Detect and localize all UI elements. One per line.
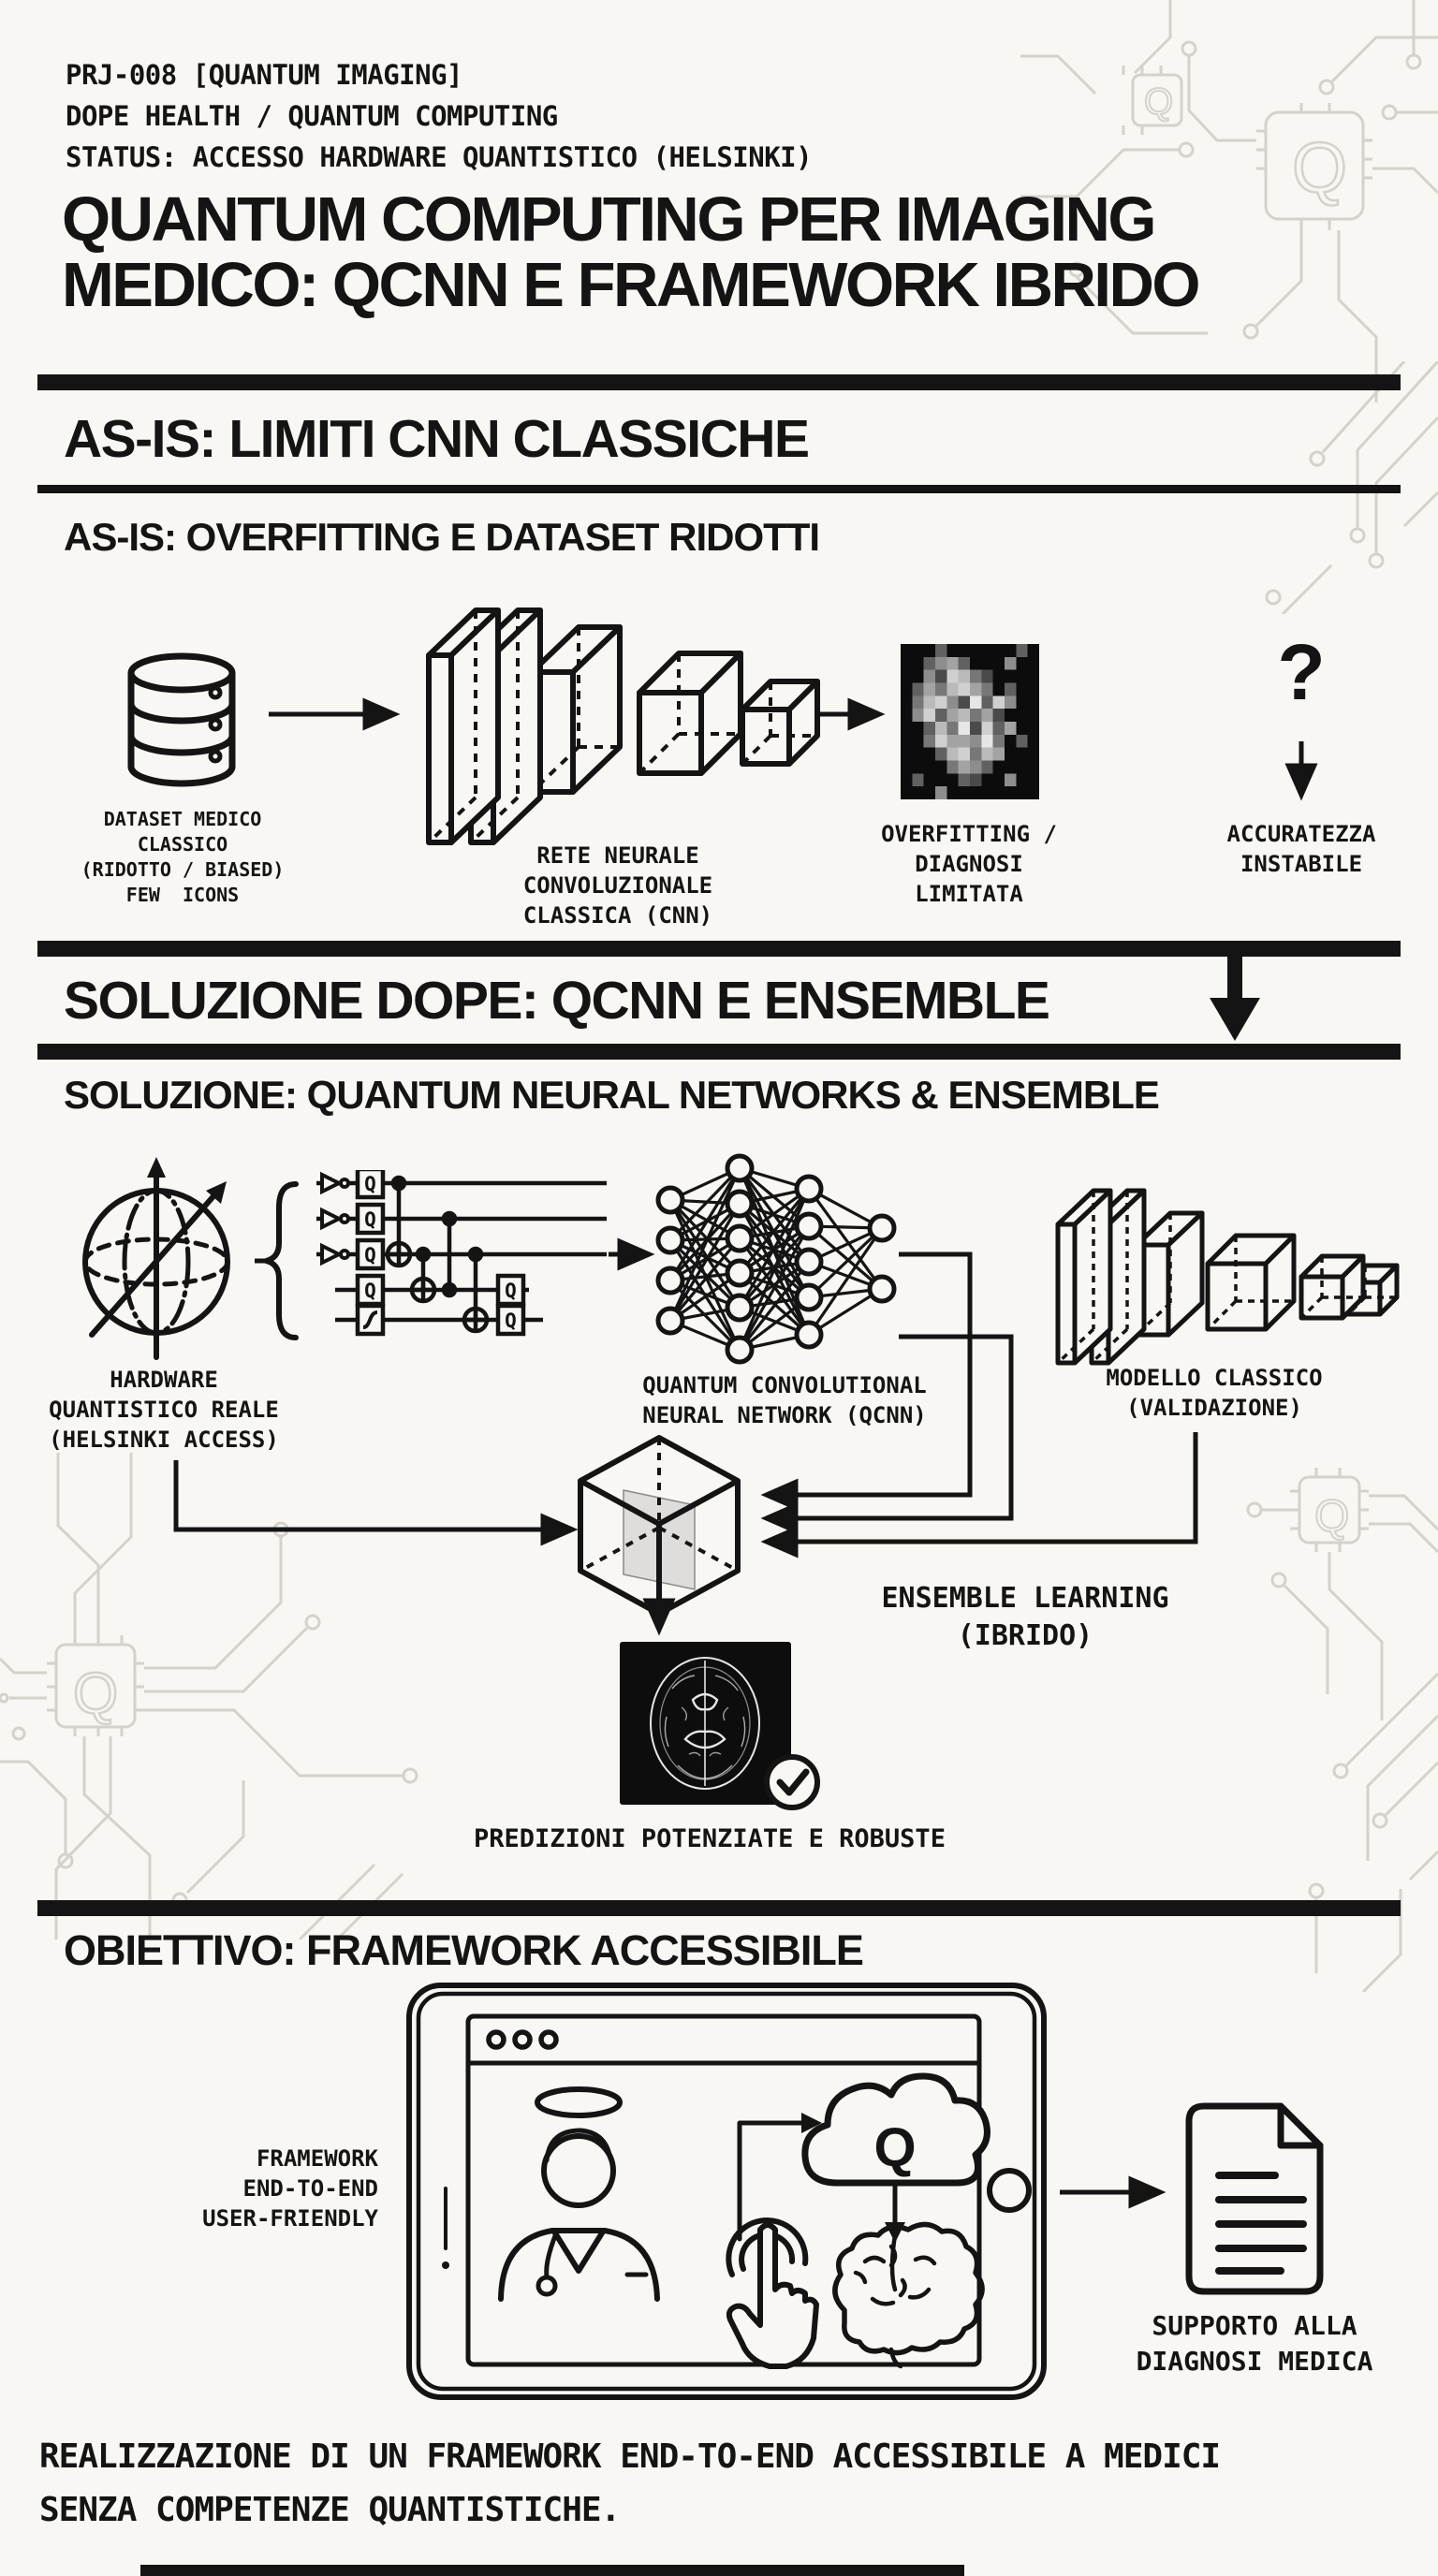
cnn-label: RETE NEURALE CONVOLUZIONALE CLASSICA (CN… <box>522 842 713 929</box>
section-heading-objective: OBIETTIVO: FRAMEWORK ACCESSIBILE <box>64 1926 864 1974</box>
chip-q-glyph: Q <box>73 1661 118 1726</box>
connector-hardware-to-ensemble <box>173 1460 579 1546</box>
project-meta-line-3: STATUS: ACCESSO HARDWARE QUANTISTICO (HE… <box>66 141 813 173</box>
browser-dot <box>538 2029 559 2050</box>
cnn-box-medium <box>637 651 743 776</box>
browser-dot <box>512 2029 533 2050</box>
connector-qcnn-to-ensemble-2 <box>760 1334 1014 1535</box>
tablet-illustration: Q <box>406 1983 1047 2400</box>
chip-q-glyph: Q <box>1314 1492 1349 1542</box>
home-button <box>987 2168 1032 2213</box>
gate-q: Q <box>505 1310 517 1332</box>
section-heading-as-is: AS-IS: LIMITI CNN CLASSICHE <box>64 409 810 469</box>
circuit-decoration-right <box>1265 361 1438 614</box>
classic-model-label: MODELLO CLASSICO (VALIDAZIONE) <box>1106 1365 1323 1421</box>
touch-gesture-icon <box>726 2217 819 2369</box>
browser-dot <box>486 2029 506 2050</box>
bottom-bar <box>140 2565 964 2576</box>
ensemble-cube-icon <box>578 1435 741 1617</box>
qcnn-label: QUANTUM CONVOLUTIONAL NEURAL NETWORK (QC… <box>642 1372 927 1428</box>
gate-q: Q <box>364 1173 376 1195</box>
subheading-solution: SOLUZIONE: QUANTUM NEURAL NETWORKS & ENS… <box>64 1073 1160 1117</box>
connector-qcnn-to-ensemble-1 <box>760 1251 973 1512</box>
support-label: SUPPORTO ALLA DIAGNOSI MEDICA <box>1136 2310 1373 2377</box>
noisy-scan-image <box>901 644 1039 799</box>
gate-q: Q <box>364 1244 376 1266</box>
circuit-decoration-mid-right: Q <box>1246 1468 1438 1992</box>
tablet-outer-frame <box>406 1983 1047 2400</box>
framework-label: FRAMEWORK END-TO-END USER-FRIENDLY <box>202 2145 378 2232</box>
qcnn-network-icon <box>655 1153 897 1365</box>
divider-bar <box>37 374 1401 390</box>
accuracy-label: ACCURATEZZA INSTABILE <box>1226 821 1376 877</box>
cloud-icon <box>801 2072 990 2187</box>
outcome-text: REALIZZAZIONE DI UN FRAMEWORK END-TO-END… <box>39 2437 1221 2529</box>
circuit-decoration-top-right: Q Q <box>1020 0 1438 402</box>
project-meta-line-1: PRJ-008 [QUANTUM IMAGING] <box>66 59 463 91</box>
brace-glyph <box>255 1181 299 1340</box>
cnn-box-tall <box>529 624 623 795</box>
brain-icon <box>832 2221 985 2369</box>
ensemble-label: ENSEMBLE LEARNING (IBRIDO) <box>881 1582 1169 1652</box>
classic-model-icon <box>1055 1188 1400 1366</box>
chip-q-glyph: Q <box>1292 128 1347 208</box>
predictions-label: PREDIZIONI POTENZIATE E ROBUSTE <box>474 1824 946 1853</box>
database-icon <box>127 652 236 787</box>
cloud-q-label: Q <box>873 2117 916 2178</box>
project-meta-line-2: DOPE HEALTH / QUANTUM COMPUTING <box>66 100 558 132</box>
divider-bar <box>37 1900 1401 1916</box>
cnn-plane-1 <box>426 607 501 845</box>
hardware-label: HARDWARE QUANTISTICO REALE (HELSINKI ACC… <box>49 1367 279 1453</box>
connector-classic-to-ensemble <box>760 1432 1198 1559</box>
divider-bar <box>37 1044 1401 1060</box>
arrow-touch-to-cloud <box>737 2113 822 2242</box>
overfitting-label: OVERFITTING / DIAGNOSI LIMITATA <box>881 821 1057 907</box>
section-heading-solution: SOLUZIONE DOPE: QCNN E ENSEMBLE <box>64 971 1050 1031</box>
quantum-circuit-icon: Q Q Q Q Q Q <box>316 1170 607 1337</box>
tablet-screen <box>465 2013 982 2367</box>
gate-q: Q <box>364 1208 376 1231</box>
checkmark-icon <box>764 1754 820 1810</box>
gate-q: Q <box>505 1280 517 1302</box>
doctor-icon <box>498 2086 660 2302</box>
gate-q: Q <box>364 1280 376 1302</box>
chip-q-glyph: Q <box>1144 81 1173 123</box>
subheading-as-is: AS-IS: OVERFITTING E DATASET RIDOTTI <box>64 515 820 559</box>
noise-pixels <box>912 644 1028 799</box>
report-document-icon <box>1185 2102 1324 2295</box>
brain-scan-image <box>620 1642 820 1810</box>
bloch-sphere-icon <box>82 1157 230 1360</box>
dataset-label: DATASET MEDICO CLASSICO (RIDOTTO / BIASE… <box>81 808 285 906</box>
question-mark: ? <box>1277 628 1326 716</box>
bezel-dot <box>442 2261 449 2269</box>
tablet-inner-frame <box>416 1991 1037 2392</box>
cnn-layers-icon <box>426 607 820 845</box>
classic-box-2 <box>1205 1233 1297 1332</box>
big-down-arrow <box>1210 955 1260 1041</box>
divider-bar-thin <box>37 485 1401 493</box>
divider-bar <box>37 941 1401 957</box>
poster-title: QUANTUM COMPUTING PER IMAGING MEDICO: QC… <box>62 184 1201 320</box>
